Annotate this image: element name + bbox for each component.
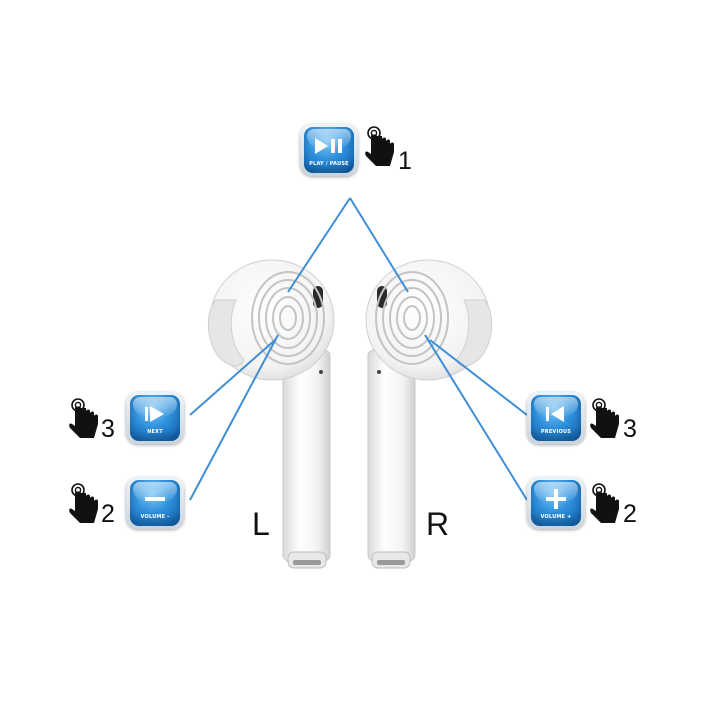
previous-caption: PREVIOUS xyxy=(540,429,572,435)
right-fingerprint-icon xyxy=(375,271,449,365)
line-volume-down xyxy=(189,334,279,501)
volume-down-button: VOLUME - xyxy=(126,477,184,529)
next-tap-count: 3 xyxy=(101,415,115,443)
play-pause-caption: PLAY / PAUSE xyxy=(309,161,349,167)
next-icon xyxy=(145,406,164,422)
line-play-left xyxy=(287,197,351,293)
previous-icon xyxy=(546,406,564,422)
left-earbud xyxy=(207,259,335,569)
plus-icon xyxy=(546,489,566,509)
play-pause-icon xyxy=(315,138,342,154)
left-fingerprint-icon xyxy=(251,271,325,365)
minus-icon xyxy=(145,497,165,501)
connector-lines xyxy=(189,197,528,501)
line-next xyxy=(189,339,276,416)
line-play-right xyxy=(349,197,409,293)
line-volume-up xyxy=(424,334,528,501)
tap-hand-icon xyxy=(69,398,98,438)
volume-up-button: VOLUME + xyxy=(527,477,585,529)
previous-button: PREVIOUS xyxy=(527,392,585,444)
next-button: NEXT xyxy=(126,392,184,444)
tap-hand-icon xyxy=(69,483,98,523)
right-earbud-label: R xyxy=(426,506,450,542)
previous-tap-count: 3 xyxy=(623,415,637,443)
volume-down-tap-count: 2 xyxy=(101,500,115,528)
volume-up-caption: VOLUME + xyxy=(540,514,572,520)
next-caption: NEXT xyxy=(147,429,163,435)
play-pause-tap-count: 1 xyxy=(398,147,412,175)
volume-down-caption: VOLUME - xyxy=(140,514,170,520)
volume-up-tap-count: 2 xyxy=(623,500,637,528)
left-earbud-label: L xyxy=(252,506,270,542)
tap-hand-icon xyxy=(590,483,619,523)
play-pause-button: PLAY / PAUSE xyxy=(300,124,358,176)
line-previous xyxy=(429,339,528,416)
tap-hand-icon xyxy=(365,126,394,166)
tap-hand-icon xyxy=(590,398,619,438)
right-earbud xyxy=(365,259,493,569)
